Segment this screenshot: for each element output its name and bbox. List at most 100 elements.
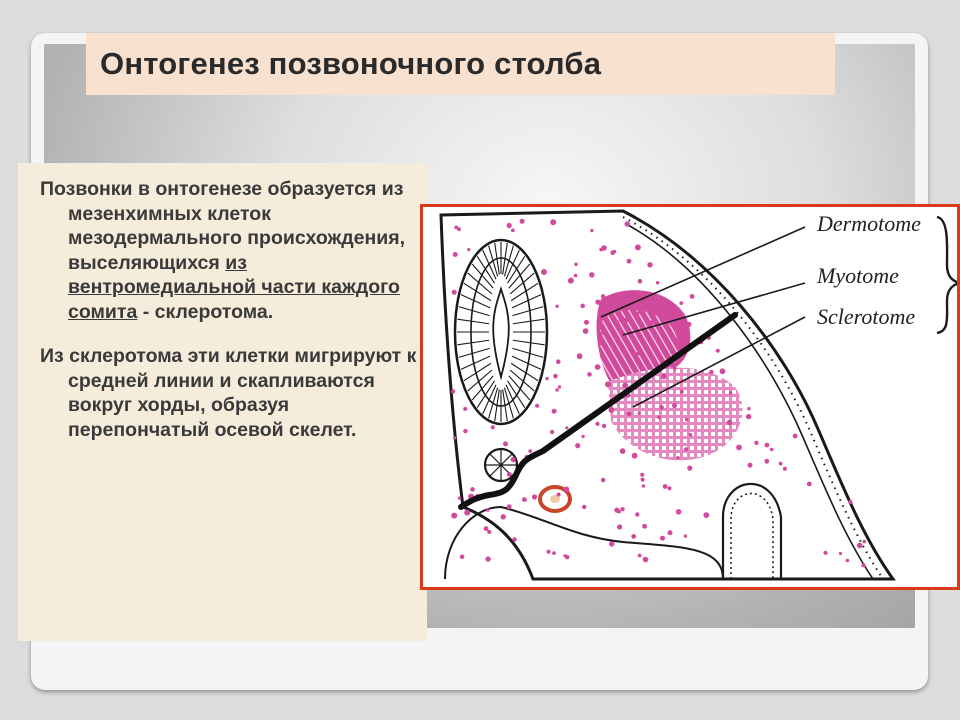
mesenchyme-dot — [587, 372, 592, 377]
mesenchyme-dot — [510, 457, 516, 463]
mesenchyme-dot — [450, 389, 456, 394]
mesenchyme-dot — [703, 512, 710, 518]
mesenchyme-dot — [636, 351, 640, 356]
mesenchyme-dot — [463, 406, 468, 411]
paragraph-origin: Позвонки в онтогенезе образуется из мезе… — [40, 177, 417, 324]
migration-line — [458, 312, 738, 510]
mesenchyme-dot — [624, 352, 630, 358]
mesenchyme-dot — [683, 534, 688, 538]
mesenchyme-dot — [470, 487, 475, 492]
mesenchyme-dot — [661, 373, 667, 380]
mesenchyme-dot — [595, 299, 601, 305]
mesenchyme-dot — [641, 484, 646, 488]
mesenchyme-dot — [662, 484, 668, 489]
mesenchyme-dot — [782, 466, 787, 471]
mesenchyme-dot — [555, 388, 559, 392]
mesenchyme-dot — [726, 419, 733, 426]
mesenchyme-dot — [689, 294, 695, 299]
mesenchyme-dot — [519, 218, 525, 224]
mesenchyme-dot — [503, 441, 508, 447]
mesenchyme-dot — [614, 507, 620, 513]
mesenchyme-dot — [451, 512, 458, 519]
mesenchyme-dot — [778, 461, 783, 466]
mesenchyme-dot — [728, 391, 733, 395]
mesenchyme-dot — [451, 289, 457, 295]
mesenchyme-dot — [660, 535, 665, 541]
mesenchyme-dot — [687, 465, 693, 471]
mesenchyme-dot — [552, 551, 556, 555]
mesenchyme-dot — [640, 477, 645, 482]
mesenchyme-dot — [736, 444, 742, 451]
label-brace — [936, 215, 957, 335]
mesenchyme-dot — [667, 486, 672, 491]
mesenchyme-dot — [686, 321, 692, 328]
mesenchyme-dot — [624, 221, 630, 227]
mesenchyme-dot — [621, 297, 626, 302]
mesenchyme-dot — [595, 421, 600, 426]
mesenchyme-dot — [667, 530, 673, 536]
mesenchyme-dot — [599, 331, 603, 336]
mesenchyme-dot — [457, 496, 461, 500]
mesenchyme-dot — [506, 504, 512, 510]
mesenchyme-dot — [626, 258, 632, 264]
mesenchyme-dot — [553, 373, 558, 379]
mesenchyme-dot — [656, 338, 660, 342]
mesenchyme-dot — [485, 556, 491, 562]
mesenchyme-dot — [452, 436, 457, 440]
mesenchyme-dot — [637, 300, 643, 305]
mesenchyme-dot — [856, 542, 863, 549]
mesenchyme-dot — [647, 320, 654, 327]
mesenchyme-dot — [848, 499, 853, 505]
mesenchyme-dot — [617, 524, 623, 530]
mesenchyme-dot — [637, 553, 642, 558]
mesenchyme-dot — [609, 541, 615, 547]
mesenchyme-dot — [555, 304, 559, 308]
paragraph-origin-lead: Позвонки в онтогенезе образуется из мезе… — [40, 178, 406, 274]
mesenchyme-dot — [634, 244, 641, 251]
mesenchyme-dot — [549, 429, 555, 435]
mesenchyme-dot — [589, 272, 595, 278]
mesenchyme-dot — [715, 348, 720, 353]
mesenchyme-dot — [581, 434, 585, 439]
mesenchyme-dot — [608, 407, 615, 413]
mesenchyme-dot — [659, 405, 664, 410]
mesenchyme-dot — [582, 328, 589, 334]
mesenchyme-dot — [631, 452, 638, 459]
embryo-diagram: Dermotome Myotome Sclerotome — [420, 204, 960, 590]
mesenchyme-dot — [600, 299, 605, 304]
mesenchyme-dot — [657, 415, 661, 420]
mesenchyme-dot — [556, 492, 561, 497]
mesenchyme-dot — [719, 368, 726, 375]
mesenchyme-dot — [618, 318, 622, 322]
mesenchyme-dot — [764, 458, 770, 464]
mesenchyme-dot — [635, 311, 640, 316]
mesenchyme-dot — [486, 508, 490, 512]
mesenchyme-dot — [506, 222, 512, 229]
mesenchyme-dot — [754, 440, 759, 445]
mesenchyme-dot — [582, 504, 587, 510]
mesenchyme-dot — [764, 442, 770, 448]
mesenchyme-dot — [631, 534, 637, 539]
paragraph-origin-tail: - склеротома. — [137, 300, 274, 323]
mesenchyme-dot — [599, 247, 603, 252]
mesenchyme-dot — [635, 512, 640, 517]
mesenchyme-dot — [637, 279, 643, 284]
label-dermotome: Dermotome — [817, 211, 921, 236]
mesenchyme-dot — [655, 281, 660, 285]
mesenchyme-dot — [709, 369, 714, 375]
title-bar: Онтогенез позвоночного столба — [86, 33, 835, 95]
mesenchyme-dot — [622, 382, 629, 389]
mesenchyme-dot — [467, 248, 471, 252]
mesenchyme-dot — [845, 558, 850, 563]
mesenchyme-dot — [452, 252, 458, 257]
mesenchyme-dot — [673, 366, 677, 371]
mesenchyme-dot — [823, 550, 828, 555]
page-title: Онтогенез позвоночного столба — [100, 46, 602, 81]
mesenchyme-dot — [675, 509, 682, 515]
mesenchyme-dot — [684, 417, 689, 422]
mesenchyme-dot — [546, 549, 551, 554]
mesenchyme-dot — [490, 425, 495, 430]
mesenchyme-dot — [575, 443, 581, 449]
mesenchyme-dot — [541, 269, 547, 275]
mesenchyme-dot — [672, 403, 677, 408]
